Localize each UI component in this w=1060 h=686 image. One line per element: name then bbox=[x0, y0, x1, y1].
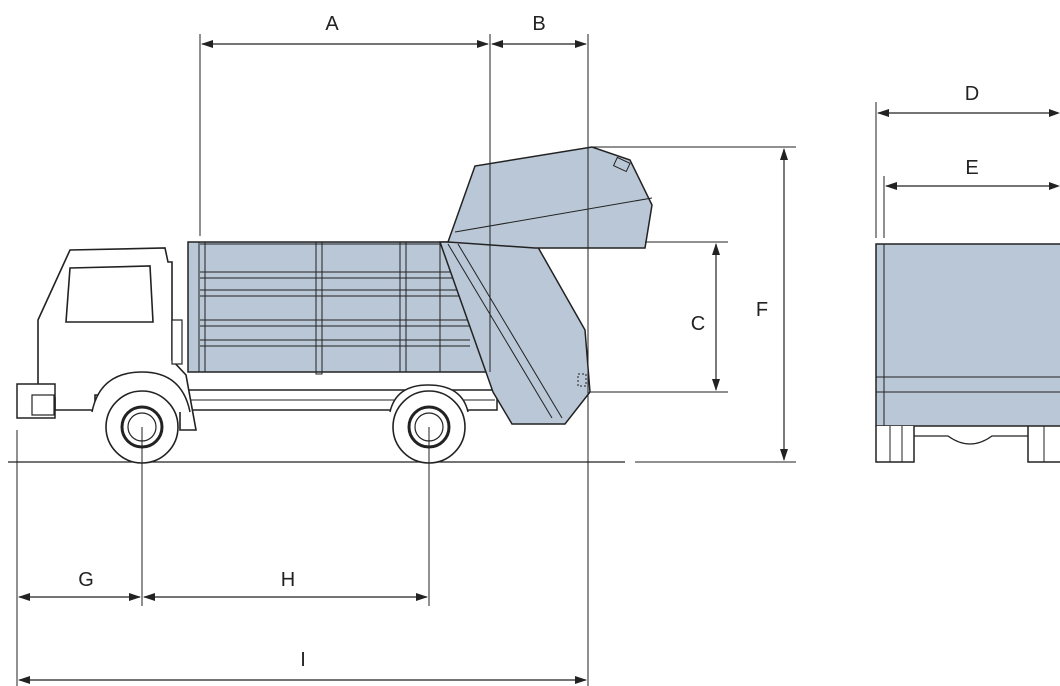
dimension-i-label: I bbox=[300, 649, 306, 671]
rear-view-body bbox=[875, 243, 1060, 427]
dimension-e-label: E bbox=[965, 157, 978, 179]
dimension-h: H bbox=[143, 427, 430, 606]
rear-loader bbox=[438, 241, 591, 425]
dimension-b: B bbox=[491, 13, 589, 686]
dimension-h-label: H bbox=[281, 569, 295, 591]
dimension-c: C bbox=[590, 241, 728, 393]
tailgate-top bbox=[446, 146, 653, 249]
dimension-a-label: A bbox=[325, 13, 339, 35]
dimension-a: A bbox=[199, 13, 491, 372]
dimension-g: G bbox=[16, 427, 143, 686]
dimension-d-label: D bbox=[965, 83, 979, 105]
dimension-b-label: B bbox=[532, 13, 545, 35]
dimension-e: E bbox=[883, 157, 1060, 238]
dimension-i: I bbox=[18, 649, 587, 684]
side-view: A B C F G H bbox=[8, 13, 796, 686]
dimension-f: F bbox=[592, 146, 796, 463]
dimension-f-label: F bbox=[756, 299, 768, 321]
truck-cab bbox=[16, 247, 197, 431]
dimension-g-label: G bbox=[78, 569, 94, 591]
dimension-c-label: C bbox=[691, 313, 705, 335]
dimension-d: D bbox=[875, 83, 1060, 238]
rear-view: D E bbox=[875, 83, 1060, 463]
garbage-body bbox=[187, 241, 489, 375]
